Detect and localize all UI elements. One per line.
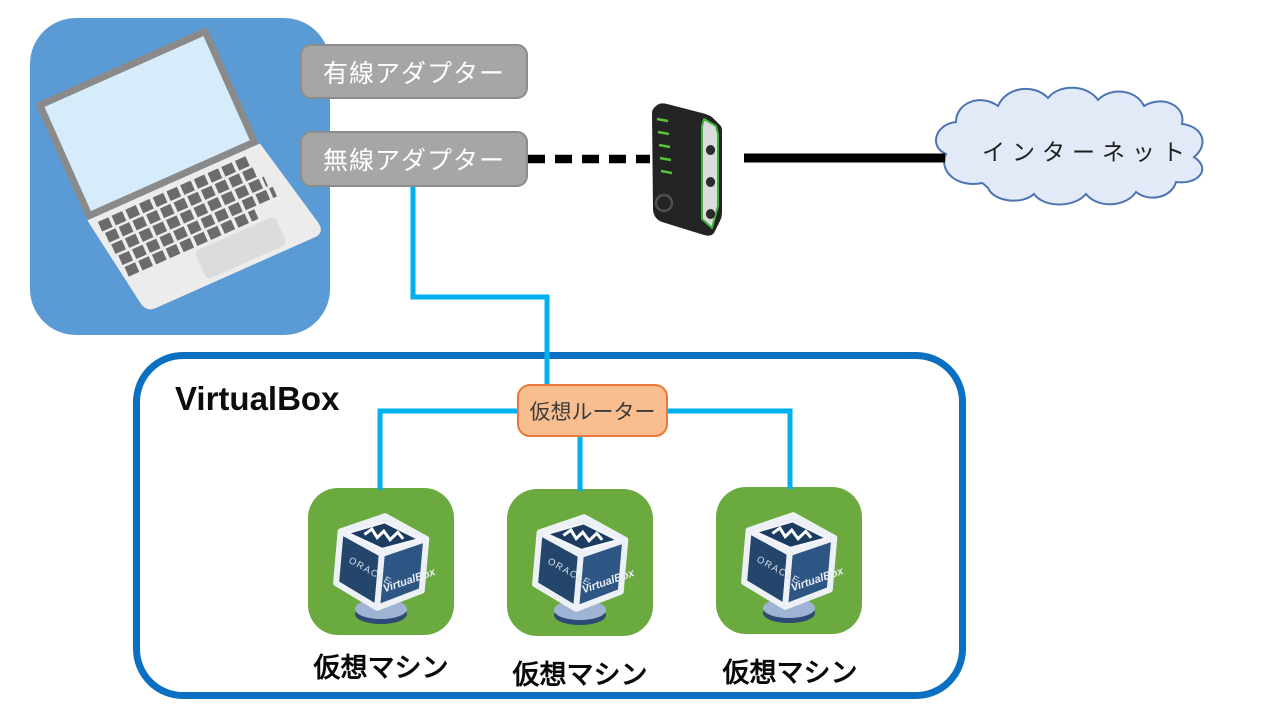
virtual-router-label: 仮想ルーター: [529, 400, 656, 424]
vm2-icon: [507, 489, 653, 636]
virtual-router-node: 仮想ルーター: [517, 384, 668, 437]
router-power-button: [654, 193, 674, 213]
wireless-adapter-label: 無線アダプター: [322, 147, 505, 175]
internet-label: インターネット: [982, 139, 1192, 165]
wireless-adapter-node: 無線アダプター: [300, 131, 528, 187]
vm2-label: 仮想マシン: [512, 660, 648, 690]
router-port-panel: [701, 118, 719, 229]
virtualbox-title: VirtualBox: [175, 380, 340, 417]
vm3-label: 仮想マシン: [722, 658, 858, 688]
router-port: [706, 145, 715, 155]
vm1-label: 仮想マシン: [313, 653, 449, 683]
laptop-trackpad: [195, 217, 286, 279]
router-led-lights: [656, 117, 673, 175]
router-port: [706, 177, 715, 187]
laptop-screen: [36, 28, 258, 220]
router-port: [706, 209, 715, 219]
wired-adapter-node: 有線アダプター: [300, 44, 528, 99]
vm3-icon: [716, 487, 862, 634]
vm1-icon: [308, 488, 454, 635]
wired-adapter-label: 有線アダプター: [322, 59, 505, 88]
laptop-icon: [36, 28, 321, 310]
router-device: [652, 103, 722, 236]
laptop-body: [87, 143, 321, 310]
host-computer-panel: [30, 18, 330, 335]
cloud-shape: [934, 86, 1204, 206]
internet-cloud: インターネット: [934, 86, 1204, 206]
